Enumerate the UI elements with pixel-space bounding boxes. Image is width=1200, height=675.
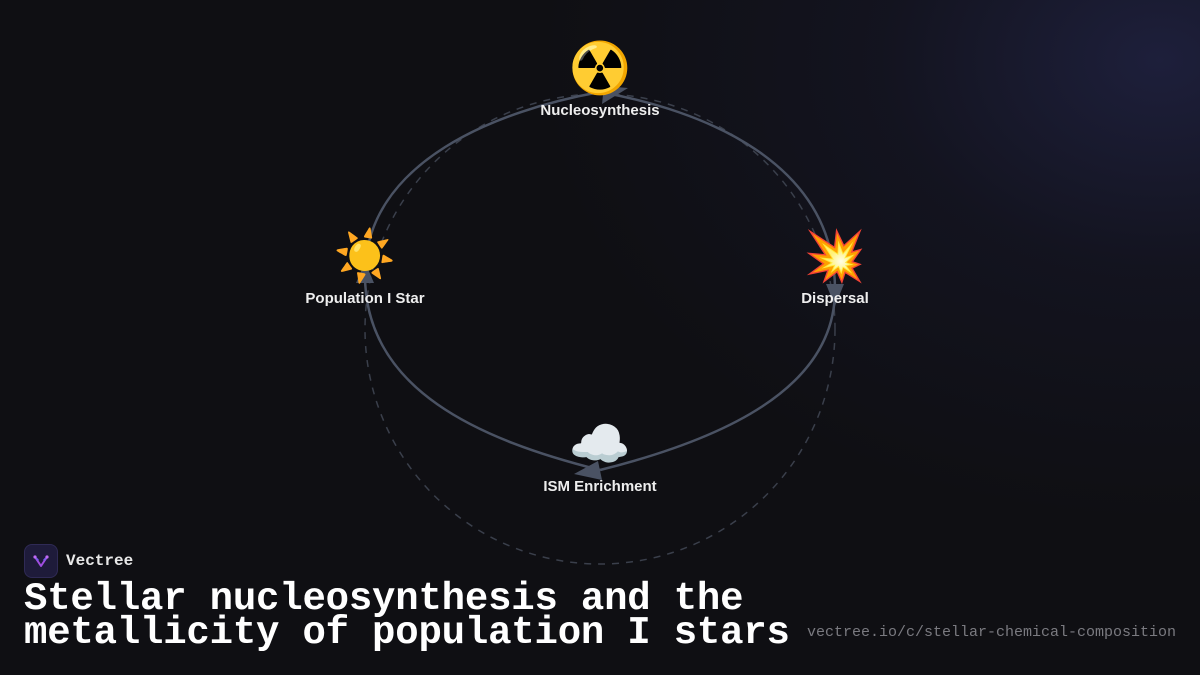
sun-icon: ☀️	[333, 227, 397, 285]
node-label-nucleosynthesis: Nucleosynthesis	[540, 102, 660, 119]
arrow-ism-to-population	[363, 274, 601, 472]
node-population-i-star: ☀️ Population I Star	[255, 228, 475, 307]
arrow-dispersal-to-ism	[599, 289, 837, 472]
cloud-icon: ☁️	[568, 415, 632, 473]
arrowhead-nucleosynthesis	[602, 86, 628, 104]
node-label-ism-enrichment: ISM Enrichment	[543, 478, 657, 495]
node-label-population-i-star: Population I Star	[305, 290, 425, 307]
node-dispersal: 💥 Dispersal	[725, 228, 945, 307]
arrow-nucleosynthesis-to-dispersal	[599, 90, 837, 291]
node-ism-enrichment: ☁️ ISM Enrichment	[490, 416, 710, 495]
arrow-population-to-nucleosynthesis	[363, 90, 601, 276]
page-url[interactable]: vectree.io/c/stellar-chemical-compositio…	[806, 624, 1176, 641]
page-title: Stellar nucleosynthesis and the metallic…	[24, 577, 790, 655]
vectree-logo-icon	[24, 544, 58, 578]
arrowhead-dispersal	[826, 284, 844, 306]
arrowhead-population	[356, 262, 374, 283]
dashed-ring	[364, 93, 836, 565]
node-nucleosynthesis: ☢️ Nucleosynthesis	[490, 40, 710, 119]
radioactive-icon: ☢️	[568, 39, 632, 97]
node-label-dispersal: Dispersal	[801, 290, 869, 307]
explosion-icon: 💥	[803, 227, 867, 285]
brand-name: Vectree	[66, 552, 134, 570]
arrowhead-ism	[574, 461, 602, 480]
brand[interactable]: Vectree	[24, 544, 133, 578]
